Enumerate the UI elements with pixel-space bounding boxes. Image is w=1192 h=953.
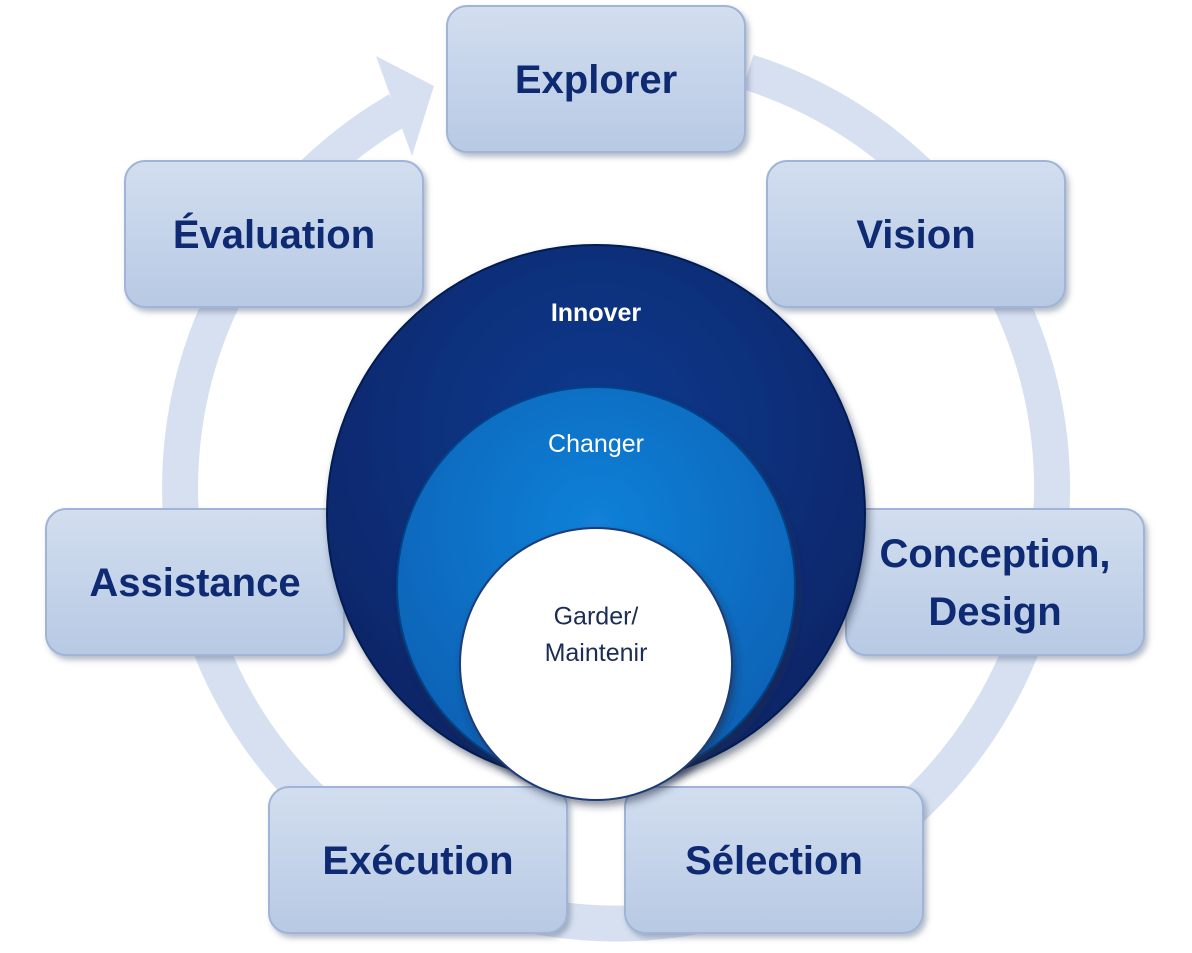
middle-circle-label-line: Changer [548,430,644,458]
stage-label-explorer-line: Explorer [515,58,677,102]
stage-box-vision-shape [766,160,1066,308]
outer-circle-label-line: Innover [551,299,642,327]
stage-label-vision-line: Vision [856,213,975,257]
inner-circle-garder [459,527,733,801]
inner-circle-label-line: Maintenir [545,639,648,667]
stage-box-conception: Conception, Design [845,508,1145,656]
stage-label-assistance: Assistance [89,561,300,605]
stage-label-assistance-line: Assistance [89,561,300,605]
stage-label-execution: Exécution [322,839,513,883]
stage-label-evaluation: Évaluation [173,212,375,257]
nested-circles: Innover Changer Garder/Maintenir [326,244,866,801]
stage-box-explorer-shape [446,5,746,153]
stage-box-execution-shape [268,786,568,934]
stage-label-selection: Sélection [685,839,863,883]
stage-label-conception-line: Design [928,590,1061,634]
stage-label-vision: Vision [856,213,975,257]
stage-box-evaluation: Évaluation [124,160,424,308]
inner-circle-label-line: Garder/ [554,603,639,631]
stage-label-conception: Conception, Design [879,532,1110,634]
stage-box-vision: Vision [766,160,1066,308]
outer-circle-label: Innover [551,299,642,327]
stage-box-evaluation-shape [124,160,424,308]
stage-label-execution-line: Exécution [322,839,513,883]
inner-circle-label: Garder/Maintenir [545,603,648,667]
stage-box-execution: Exécution [268,786,568,934]
stage-label-selection-line: Sélection [685,839,863,883]
stage-box-explorer: Explorer [446,5,746,153]
cycle-arrowhead [376,56,434,156]
middle-circle-label: Changer [548,430,644,458]
stage-label-conception-line: Conception, [879,532,1110,576]
stage-label-explorer: Explorer [515,58,677,102]
stage-box-selection: Sélection [624,786,924,934]
stage-box-selection-shape [624,786,924,934]
stage-box-assistance: Assistance [45,508,345,656]
stage-label-evaluation-line: Évaluation [173,212,375,257]
